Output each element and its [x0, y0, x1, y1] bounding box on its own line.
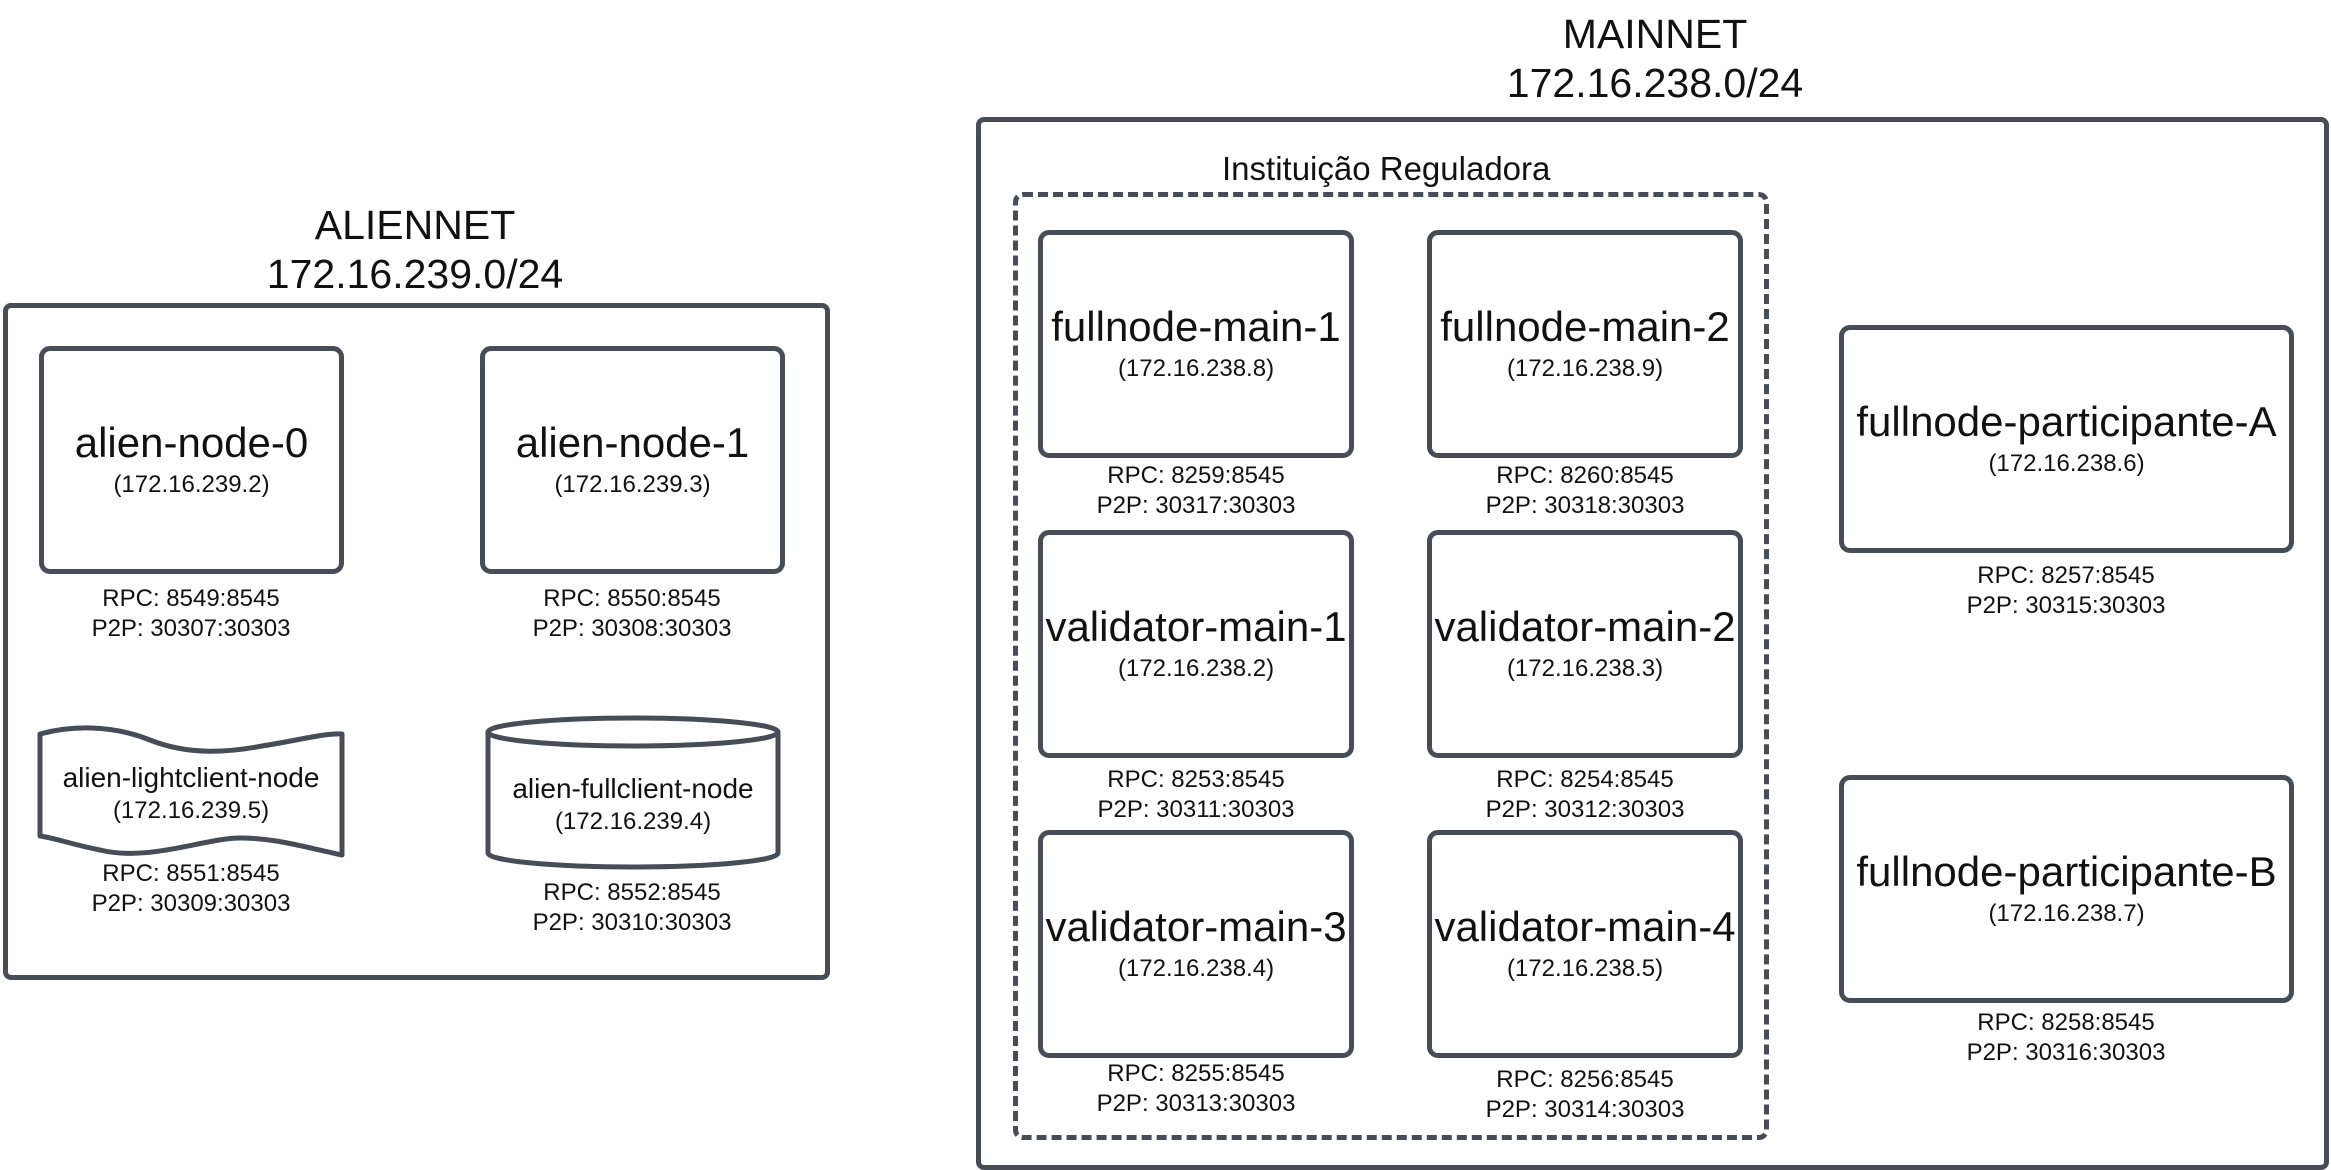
alien-lightclient-ports: RPC: 8551:8545 P2P: 30309:30303 [41, 859, 341, 919]
node-ip: (172.16.238.4) [1117, 955, 1275, 982]
aliennet-frame [3, 303, 830, 980]
rpc-port: RPC: 8253:8545 [1107, 766, 1285, 793]
node-ip: (172.16.239.2) [113, 471, 270, 498]
node-name: alien-node-1 [515, 419, 750, 466]
node-name: alien-fullclient-node [512, 773, 754, 804]
node-ip: (172.16.239.5) [112, 797, 270, 824]
node-name: fullnode-main-2 [1440, 303, 1730, 350]
validator-main-2-ports: RPC: 8254:8545 P2P: 30312:30303 [1435, 765, 1735, 825]
rpc-port: RPC: 8257:8545 [1977, 562, 2155, 589]
alien-node-0-ports: RPC: 8549:8545 P2P: 30307:30303 [41, 584, 341, 644]
validator-main-3-ports: RPC: 8255:8545 P2P: 30313:30303 [1046, 1059, 1346, 1119]
validator-main-3-box[interactable]: validator-main-3 (172.16.238.4) [1038, 830, 1354, 1058]
aliennet-title: ALIENNET 172.16.239.0/24 [215, 201, 615, 299]
p2p-port: P2P: 30316:30303 [1966, 1039, 2166, 1066]
rpc-port: RPC: 8549:8545 [102, 585, 280, 612]
alien-node-1-ports: RPC: 8550:8545 P2P: 30308:30303 [482, 584, 782, 644]
alien-fullclient-shape[interactable] [485, 732, 781, 870]
validator-main-4-ports: RPC: 8256:8545 P2P: 30314:30303 [1435, 1065, 1735, 1125]
node-name: validator-main-3 [1045, 903, 1347, 950]
rpc-port: RPC: 8550:8545 [543, 585, 721, 612]
rpc-port: RPC: 8552:8545 [543, 879, 721, 906]
node-name: fullnode-main-1 [1051, 303, 1341, 350]
fullnode-participante-b-ports: RPC: 8258:8545 P2P: 30316:30303 [1916, 1008, 2216, 1068]
rpc-port: RPC: 8260:8545 [1496, 462, 1674, 489]
node-name: validator-main-4 [1434, 903, 1736, 950]
fullnode-main-2-box[interactable]: fullnode-main-2 (172.16.238.9) [1427, 230, 1743, 458]
node-name: alien-node-0 [74, 419, 309, 466]
p2p-port: P2P: 30309:30303 [91, 890, 291, 917]
validator-main-1-box[interactable]: validator-main-1 (172.16.238.2) [1038, 530, 1354, 758]
rpc-port: RPC: 8259:8545 [1107, 462, 1285, 489]
alien-fullclient-top [485, 715, 781, 749]
fullnode-main-1-ports: RPC: 8259:8545 P2P: 30317:30303 [1046, 461, 1346, 521]
p2p-port: P2P: 30314:30303 [1485, 1096, 1685, 1123]
node-name: validator-main-1 [1045, 603, 1347, 650]
instituicao-reguladora-group [1013, 192, 1769, 1140]
node-ip: (172.16.238.7) [1988, 900, 2145, 927]
alien-fullclient-ports: RPC: 8552:8545 P2P: 30310:30303 [482, 878, 782, 938]
alien-fullclient-label: alien-fullclient-node (172.16.239.4) [488, 763, 778, 847]
node-ip: (172.16.239.3) [554, 471, 711, 498]
p2p-port: P2P: 30311:30303 [1097, 796, 1295, 823]
p2p-port: P2P: 30313:30303 [1096, 1090, 1296, 1117]
rpc-port: RPC: 8551:8545 [102, 860, 280, 887]
mainnet-name: MAINNET [1562, 11, 1748, 57]
node-name: validator-main-2 [1434, 603, 1736, 650]
node-ip: (172.16.238.8) [1117, 355, 1275, 382]
group-label: Instituição Reguladora [1222, 150, 1551, 187]
node-name: fullnode-participante-B [1856, 848, 2277, 895]
node-name: alien-lightclient-node [62, 762, 320, 793]
p2p-port: P2P: 30317:30303 [1096, 492, 1296, 519]
p2p-port: P2P: 30310:30303 [532, 909, 732, 936]
fullnode-participante-b-box[interactable]: fullnode-participante-B (172.16.238.7) [1839, 775, 2294, 1003]
node-ip: (172.16.238.3) [1506, 655, 1664, 682]
fullnode-participante-a-ports: RPC: 8257:8545 P2P: 30315:30303 [1916, 561, 2216, 621]
mainnet-title: MAINNET 172.16.238.0/24 [1455, 10, 1855, 108]
aliennet-name: ALIENNET [314, 202, 516, 248]
p2p-port: P2P: 30315:30303 [1966, 592, 2166, 619]
node-ip: (172.16.238.5) [1506, 955, 1664, 982]
mainnet-frame [976, 117, 2329, 1170]
fullnode-main-1-box[interactable]: fullnode-main-1 (172.16.238.8) [1038, 230, 1354, 458]
mainnet-subnet: 172.16.238.0/24 [1506, 60, 1804, 106]
p2p-port: P2P: 30318:30303 [1485, 492, 1685, 519]
p2p-port: P2P: 30312:30303 [1485, 796, 1685, 823]
alien-node-1-box[interactable]: alien-node-1 (172.16.239.3) [480, 346, 785, 574]
node-ip: (172.16.238.2) [1117, 655, 1275, 682]
fullnode-participante-a-box[interactable]: fullnode-participante-A (172.16.238.6) [1839, 325, 2294, 553]
rpc-port: RPC: 8255:8545 [1107, 1060, 1285, 1087]
p2p-port: P2P: 30307:30303 [91, 615, 291, 642]
alien-node-0-box[interactable]: alien-node-0 (172.16.239.2) [39, 346, 344, 574]
node-ip: (172.16.238.9) [1506, 355, 1664, 382]
node-name: fullnode-participante-A [1856, 398, 2277, 445]
validator-main-4-box[interactable]: validator-main-4 (172.16.238.5) [1427, 830, 1743, 1058]
p2p-port: P2P: 30308:30303 [532, 615, 732, 642]
alien-lightclient-label: alien-lightclient-node (172.16.239.5) [40, 752, 342, 836]
node-ip: (172.16.239.4) [554, 808, 712, 835]
validator-main-2-box[interactable]: validator-main-2 (172.16.238.3) [1427, 530, 1743, 758]
rpc-port: RPC: 8254:8545 [1496, 766, 1674, 793]
alien-lightclient-shape[interactable] [37, 725, 345, 858]
rpc-port: RPC: 8258:8545 [1977, 1009, 2155, 1036]
fullnode-main-2-ports: RPC: 8260:8545 P2P: 30318:30303 [1435, 461, 1735, 521]
aliennet-subnet: 172.16.239.0/24 [266, 251, 564, 297]
validator-main-1-ports: RPC: 8253:8545 P2P: 30311:30303 [1046, 765, 1346, 825]
rpc-port: RPC: 8256:8545 [1496, 1066, 1674, 1093]
node-ip: (172.16.238.6) [1988, 450, 2145, 477]
